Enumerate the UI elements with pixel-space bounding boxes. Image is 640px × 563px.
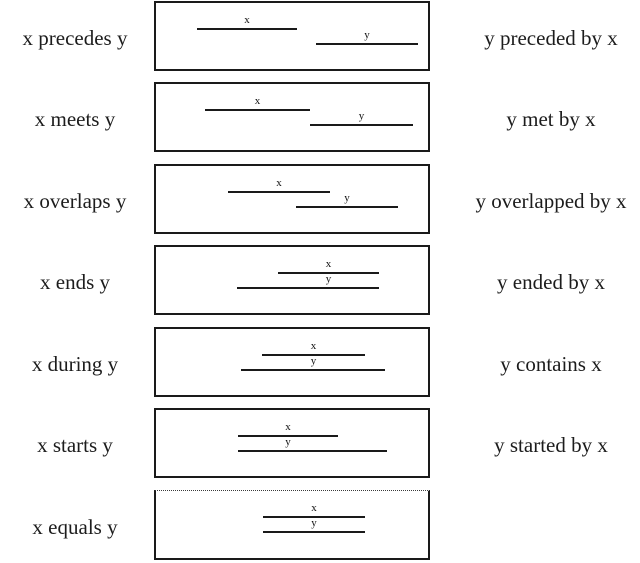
x-interval-label: x [311,502,317,514]
y-interval-line [237,287,379,289]
interval-box: x y [154,327,430,397]
interval-box: x y [154,82,430,152]
relation-row-starts: x starts y x y y started by x [0,408,640,478]
x-interval-line [263,516,365,518]
relation-label-left: x starts y [37,433,113,457]
interval-box: x y [154,245,430,315]
x-interval-line [197,28,297,30]
x-interval-label: x [276,177,282,189]
relation-label-left: x meets y [34,107,116,131]
relation-label-right: y met by x [506,107,596,131]
relation-label-right: y started by x [494,433,608,457]
x-interval-line [238,435,338,437]
relation-label-left: x equals y [32,515,118,539]
interval-box: x y [154,1,430,71]
relation-row-meets: x meets y x y y met by x [0,82,640,152]
relation-row-overlaps: x overlaps y x y y overlapped by x [0,164,640,234]
relation-label-right: y preceded by x [484,26,618,50]
x-interval-label: x [244,14,250,26]
interval-box: x y [154,408,430,478]
relation-label-left: x ends y [40,270,110,294]
x-interval-line [205,109,310,111]
y-interval-line [310,124,413,126]
y-interval-label: y [285,436,291,448]
relation-label-left: x overlaps y [23,189,127,213]
relation-label-right [462,490,640,560]
relation-label-left: x precedes y [22,26,128,50]
x-interval-label: x [285,421,291,433]
y-interval-label: y [364,29,370,41]
interval-box: x y [154,164,430,234]
x-interval-label: x [325,258,332,270]
y-interval-label: y [358,110,365,122]
x-interval-label: x [254,95,261,107]
interval-box: x y [154,490,430,560]
relation-row-during: x during y x y y contains x [0,327,640,397]
x-interval-label: x [310,340,317,352]
y-interval-line [263,531,365,533]
y-interval-line [238,450,387,452]
relation-row-precedes: x precedes y x y y preceded by x [0,1,640,71]
x-interval-line [228,191,330,193]
y-interval-label: y [311,517,317,529]
relation-row-ends: x ends y x y y ended by x [0,245,640,315]
y-interval-line [296,206,398,208]
y-interval-line [316,43,418,45]
y-interval-label: y [310,355,317,367]
relation-label-right: y contains x [500,352,602,376]
x-interval-line [262,354,365,356]
relation-label-left: x during y [31,352,119,376]
x-interval-line [278,272,379,274]
y-interval-line [241,369,385,371]
relation-label-right: y ended by x [497,270,605,294]
relation-row-equals: x equals y x y [0,490,640,560]
y-interval-label: y [325,273,332,285]
y-interval-label: y [344,192,350,204]
relation-label-right: y overlapped by x [475,189,627,213]
